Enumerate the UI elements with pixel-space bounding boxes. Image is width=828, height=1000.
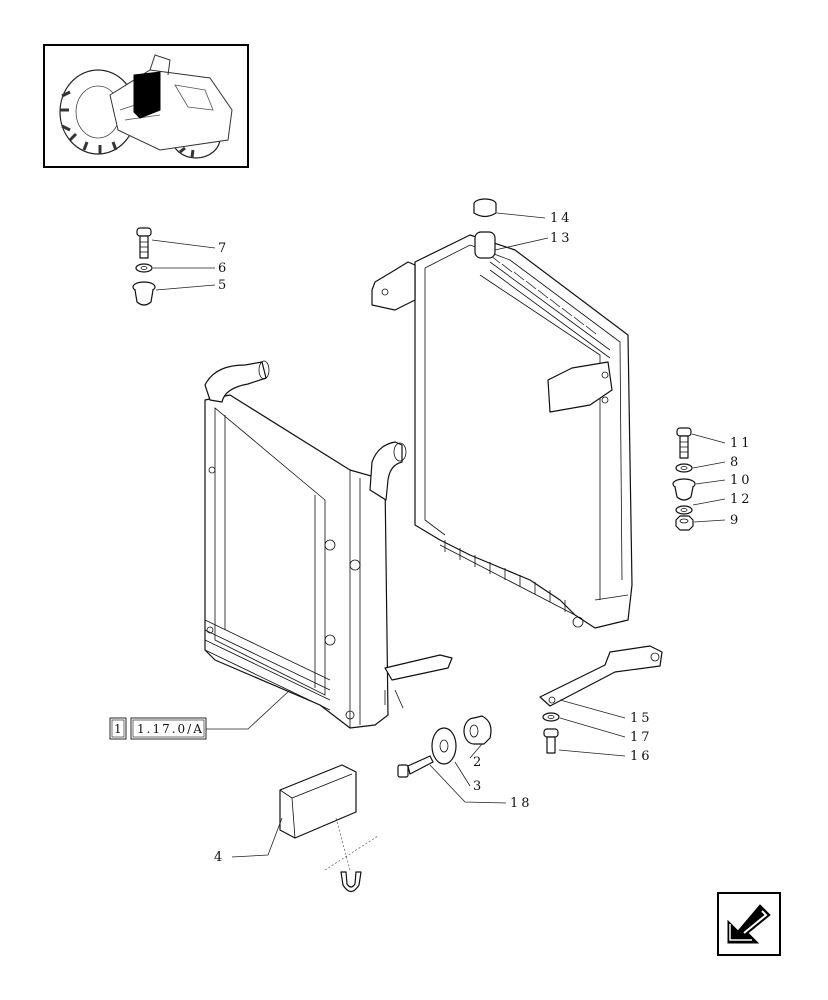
rubber-channel-part-4[interactable] [279, 764, 362, 893]
callout-4: 4 [214, 850, 225, 865]
reference-link[interactable]: 1 1.17.0/A [109, 717, 207, 740]
callout-14: 14 [550, 211, 573, 226]
radiator-cap-part-14[interactable] [473, 198, 497, 218]
back-navigation-button[interactable] [717, 892, 781, 956]
washer-part-3[interactable] [431, 727, 457, 765]
callout-15: 15 [630, 711, 653, 726]
nut-part-9[interactable] [675, 515, 694, 531]
reference-code: 1.17.0/A [137, 722, 204, 736]
callout-6: 6 [218, 261, 229, 276]
tractor-thumbnail-icon [59, 54, 233, 159]
washer-part-6[interactable] [135, 263, 153, 273]
callout-7: 7 [218, 241, 229, 256]
washer-part-17[interactable] [542, 712, 560, 722]
bolt-part-7[interactable] [136, 227, 152, 259]
bracket-part-15[interactable] [539, 645, 663, 707]
washer-part-12[interactable] [675, 505, 693, 515]
bolt-part-18[interactable] [397, 755, 434, 778]
callout-16: 16 [630, 749, 653, 764]
leader-lines [151, 212, 726, 871]
callout-17: 17 [630, 730, 653, 745]
callout-12: 12 [730, 492, 753, 507]
spacer-part-2[interactable] [463, 715, 492, 745]
callout-5: 5 [218, 278, 229, 293]
washer-part-8[interactable] [675, 463, 693, 473]
location-thumbnail[interactable] [43, 44, 249, 168]
intercooler-assembly[interactable] [204, 360, 453, 729]
reference-index: 1 [114, 722, 124, 736]
bolt-part-16[interactable] [543, 728, 559, 754]
callout-9: 9 [730, 513, 741, 528]
callout-10: 10 [730, 473, 753, 488]
rubber-mount-part-5[interactable] [132, 281, 156, 306]
callout-2: 2 [473, 755, 484, 770]
radiator-part-13[interactable] [371, 231, 633, 629]
callout-labels: 14 13 7 6 5 11 8 10 12 9 15 17 16 2 3 18… [214, 211, 753, 865]
callout-18: 18 [510, 796, 533, 811]
back-arrow-icon [727, 904, 771, 944]
callout-13: 13 [550, 231, 573, 246]
callout-3: 3 [473, 779, 484, 794]
callout-8: 8 [730, 455, 741, 470]
rubber-mount-part-10[interactable] [672, 478, 696, 501]
bolt-part-11[interactable] [676, 427, 692, 459]
callout-11: 11 [730, 436, 753, 451]
